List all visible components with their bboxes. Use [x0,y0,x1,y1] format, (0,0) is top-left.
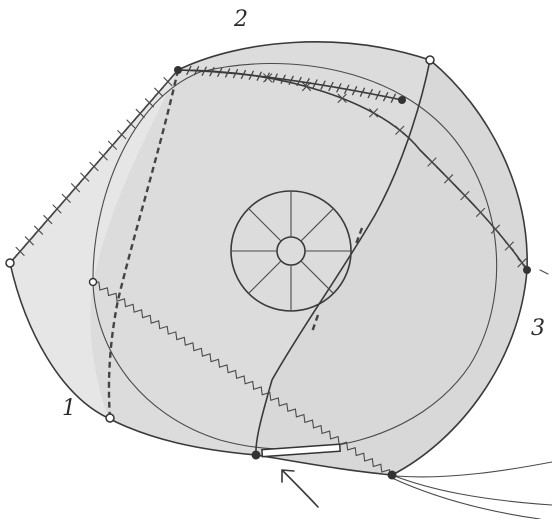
vertex-top-left [174,66,182,74]
label-3: 3 [531,316,545,341]
vertex-left-open [6,259,14,267]
vertex-bottom-right [388,471,397,480]
trailing-strings [392,462,552,519]
label-2: 2 [233,7,248,32]
vertex-bottom-left-open [106,414,114,422]
vertex-circle-dot [398,96,406,104]
vertex-bottom-mid [252,451,261,460]
vertex-left-mid [90,279,97,286]
label-1: 1 [62,396,76,421]
pointer-arrow [282,470,318,507]
tick-mark-3 [540,270,548,274]
vertex-right-3 [523,266,531,274]
vertex-top-right-open [426,56,434,64]
